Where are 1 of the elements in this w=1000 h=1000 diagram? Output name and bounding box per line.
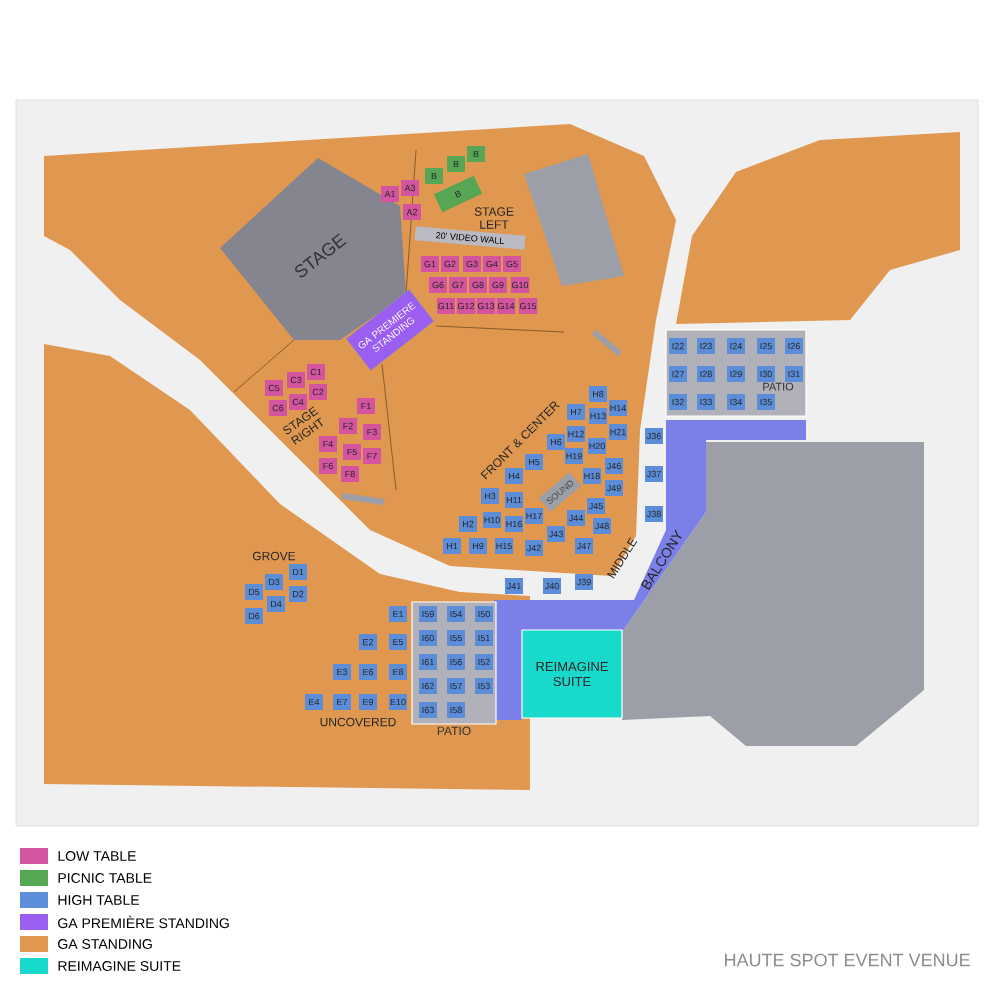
venue-name: HAUTE SPOT EVENT VENUE — [725, 953, 970, 967]
